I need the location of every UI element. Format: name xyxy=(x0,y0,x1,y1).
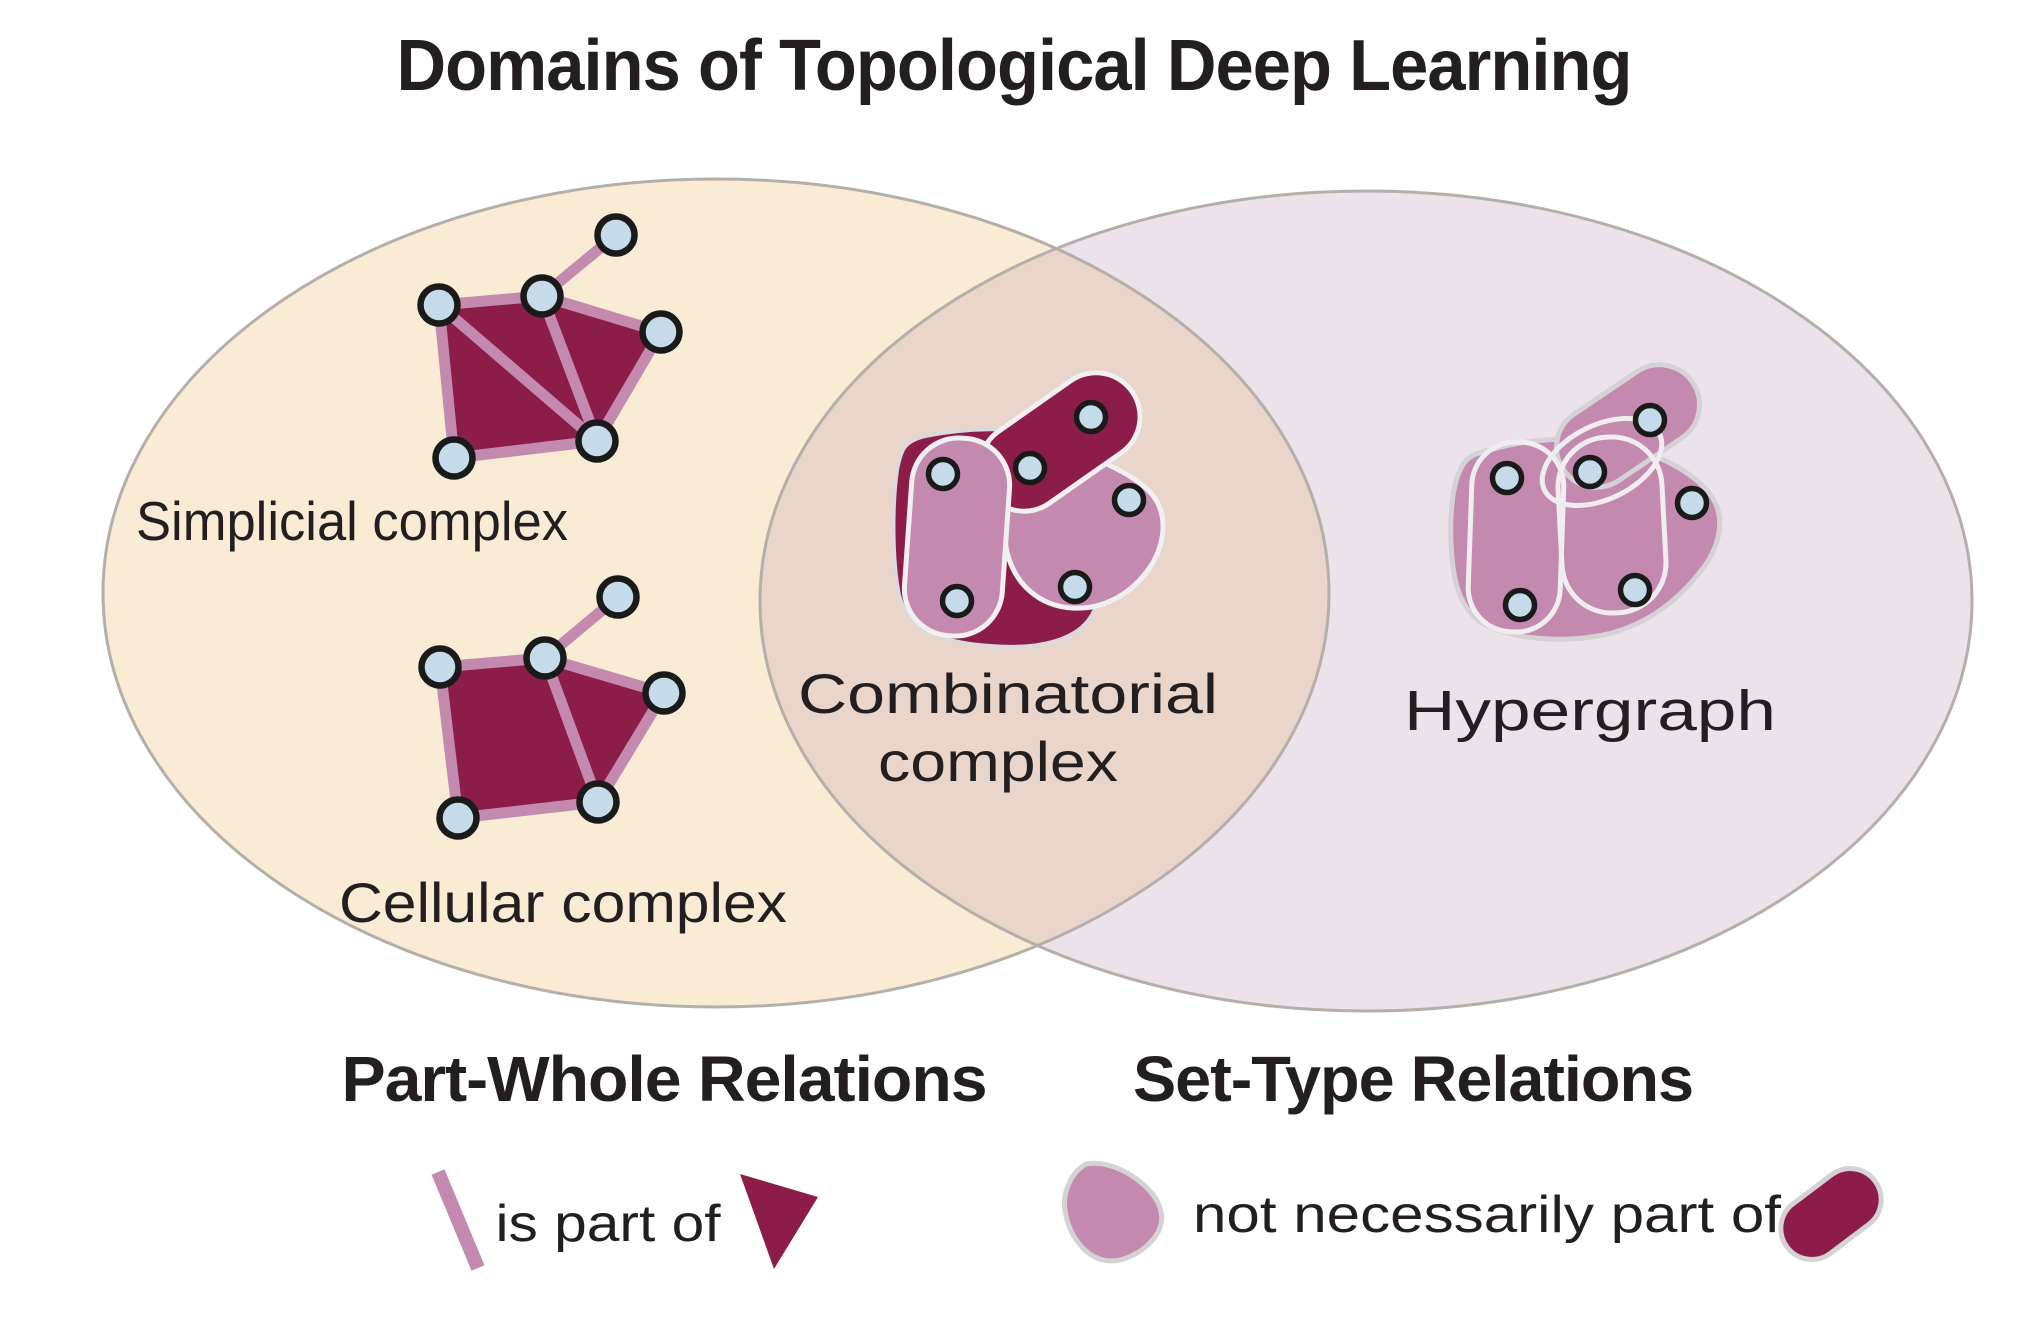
hyperedge-outline xyxy=(1555,434,1669,616)
part-whole-ellipse-border xyxy=(101,177,1331,1009)
graph-edge xyxy=(539,652,604,808)
graph-node xyxy=(523,636,567,680)
simplicial-complex-graphic xyxy=(417,213,683,480)
hypergraph-label: Hypergraph xyxy=(1404,679,1776,743)
legend-set-type: not necessarily part of xyxy=(1062,1160,1884,1264)
cellular-complex-label: Cellular complex xyxy=(339,871,787,934)
rank1-cell-pill xyxy=(901,435,1013,639)
simplicial-complex-label: Simplicial complex xyxy=(136,490,568,552)
graph-node xyxy=(925,456,961,492)
graph-node xyxy=(436,796,480,840)
graph-node xyxy=(1674,485,1710,521)
hypergraph-graphic xyxy=(1448,362,1723,642)
set-type-ellipse-border xyxy=(758,189,1974,1013)
graph-node xyxy=(418,645,462,689)
graph-node xyxy=(939,583,975,619)
graph-node xyxy=(1632,402,1668,438)
set-type-relations-label: Set-Type Relations xyxy=(1133,1043,1693,1115)
graph-node xyxy=(639,310,683,354)
graph-node xyxy=(576,780,620,824)
graph-node xyxy=(1057,569,1093,605)
graph-node xyxy=(417,283,461,327)
combinatorial-complex-label-line2: complex xyxy=(878,730,1118,793)
graph-node xyxy=(594,213,638,257)
graph-node xyxy=(1012,450,1048,486)
combinatorial-complex-label-line1: Combinatorial xyxy=(798,662,1218,725)
graph-node xyxy=(1111,482,1147,518)
graph-edge xyxy=(433,299,603,447)
is-part-of-label: is part of xyxy=(496,1195,722,1253)
graph-node xyxy=(432,436,476,480)
graph-node xyxy=(1617,572,1653,608)
graph-edge xyxy=(536,290,603,447)
graph-node xyxy=(1572,454,1608,490)
cellular-complex-graphic xyxy=(418,575,686,840)
diagram-title: Domains of Topological Deep Learning xyxy=(397,26,1632,106)
graph-node xyxy=(596,575,640,619)
graph-node xyxy=(575,419,619,463)
graph-node xyxy=(520,274,564,318)
maroon-blob-icon xyxy=(1778,1166,1884,1262)
filled-triangle-icon xyxy=(740,1174,818,1269)
edge-segment-icon xyxy=(431,1169,485,1271)
part-whole-relations-label: Part-Whole Relations xyxy=(342,1043,987,1115)
graph-node xyxy=(642,671,686,715)
pink-blob-icon xyxy=(1062,1160,1165,1264)
combinatorial-complex-graphic xyxy=(891,370,1166,649)
graph-node xyxy=(1073,399,1109,435)
graph-node xyxy=(1489,460,1525,496)
graph-node xyxy=(1502,587,1538,623)
legend-part-whole: is part of xyxy=(431,1169,818,1271)
not-necessarily-part-of-label: not necessarily part of xyxy=(1193,1186,1782,1244)
